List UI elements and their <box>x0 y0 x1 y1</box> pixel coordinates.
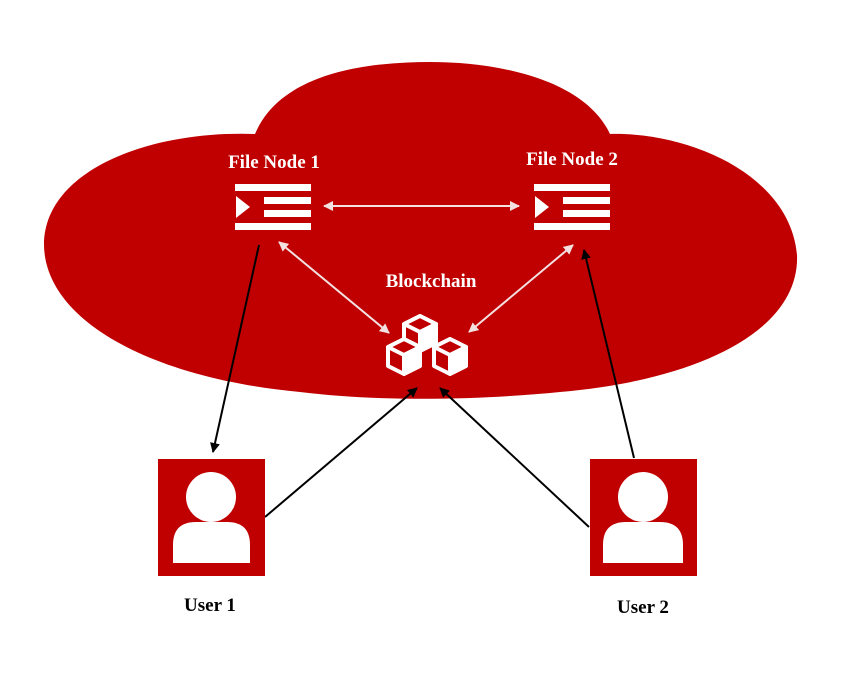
edge-filenode2-blockchain <box>468 244 574 333</box>
user-2-label: User 2 <box>617 597 669 618</box>
user-icon <box>173 472 250 563</box>
edge-user1-blockchain <box>264 387 418 518</box>
edge-user2-blockchain <box>439 387 590 528</box>
user-icon <box>603 472 683 563</box>
blockchain-node[interactable] <box>386 314 468 376</box>
file-node-1[interactable] <box>235 184 311 230</box>
user-2[interactable] <box>590 459 697 576</box>
file-node-2[interactable] <box>534 184 610 230</box>
cloud <box>44 62 798 399</box>
edge-filenode1-user1 <box>210 244 260 453</box>
user-1-label: User 1 <box>184 595 236 616</box>
blockchain-label: Blockchain <box>386 271 477 292</box>
edge-user2-filenode2 <box>581 249 635 459</box>
file-node-1-label: File Node 1 <box>228 152 320 173</box>
edge-filenode1-blockchain <box>278 241 390 334</box>
blocks-icon <box>386 314 468 376</box>
cloud-shape <box>44 62 798 399</box>
user-1[interactable] <box>158 459 265 576</box>
file-server-icon <box>235 184 311 230</box>
file-node-2-label: File Node 2 <box>526 149 618 170</box>
file-server-icon <box>534 184 610 230</box>
